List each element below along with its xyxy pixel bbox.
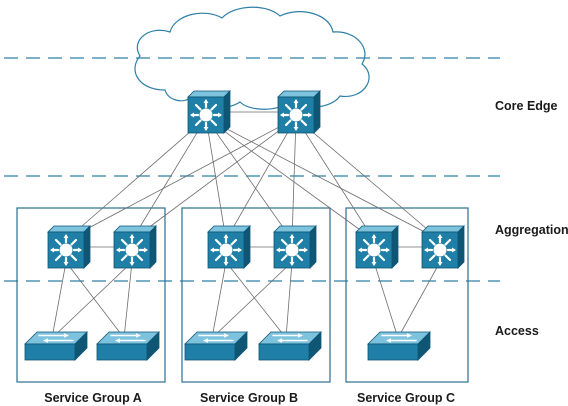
core-switch-1-icon [186,89,232,135]
service-group-a-box [16,207,166,383]
link [225,261,287,339]
link [51,261,67,339]
aggregation-switch-a2-icon [112,224,158,270]
aggregation-switch-a1-icon [46,224,92,270]
service-group-a-label: Service Group A [44,391,142,405]
links [51,111,441,339]
link [65,117,207,241]
link [123,261,133,339]
link [211,261,227,339]
link [291,117,297,241]
link [295,117,375,241]
link [285,261,293,339]
layer-label-access: Access [495,324,539,338]
aggregation-switch-b2-icon [272,224,318,270]
access-switch-a1-icon [24,331,88,361]
link [205,117,293,241]
link [51,261,133,339]
link [225,117,297,241]
layer-dividers [4,57,500,282]
link [205,117,227,241]
link [295,117,441,241]
aggregation-switch-c1-icon [354,224,400,270]
service-group-c-box [345,207,469,383]
link [131,117,207,241]
service-group-c-label: Service Group C [357,391,455,405]
link [131,117,297,241]
access-switch-c1-icon [367,331,431,361]
link [397,261,441,339]
layer-label-core-edge: Core Edge [495,99,558,113]
link [205,117,441,241]
access-switch-b2-icon [258,331,322,361]
service-group-b-box [181,207,331,383]
link [65,117,297,241]
access-switch-a2-icon [96,331,160,361]
link [373,261,399,339]
link [211,261,293,339]
layer-label-aggregation: Aggregation [495,223,568,237]
aggregation-switch-c2-icon [420,224,466,270]
link [205,117,375,241]
link [65,261,125,339]
access-switch-b1-icon [184,331,248,361]
core-switch-2-icon [276,89,322,135]
service-group-b-label: Service Group B [200,391,298,405]
aggregation-switch-b1-icon [206,224,252,270]
